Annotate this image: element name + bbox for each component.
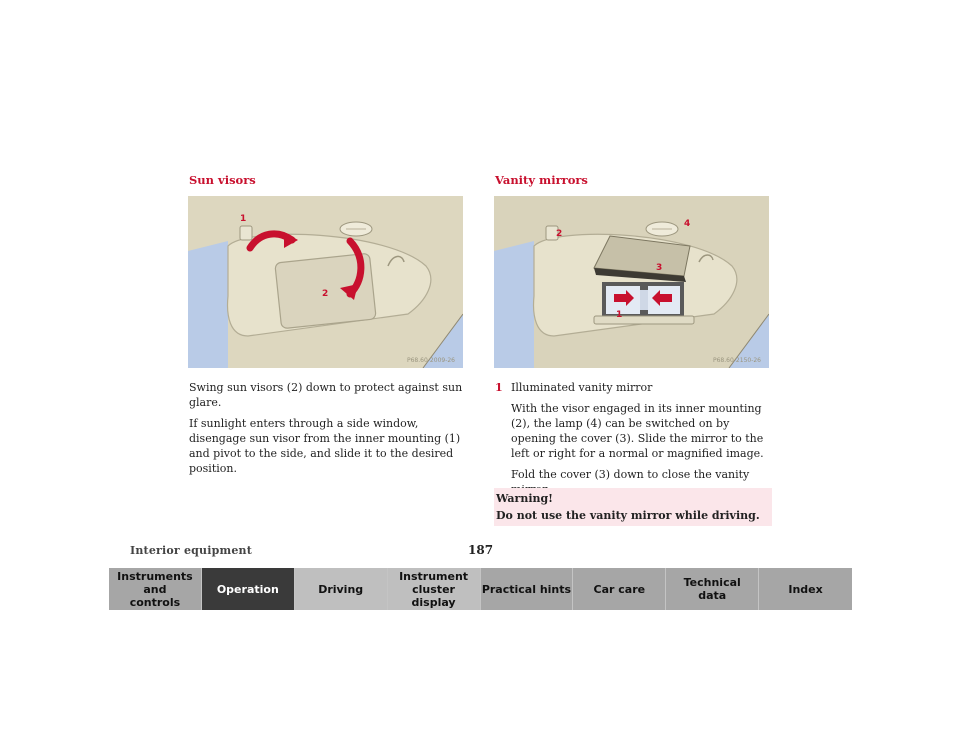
vanity-mirror-figure: 2 4 3 1 P68.60-2150-26	[494, 196, 769, 368]
fig-label-1: 1	[240, 214, 246, 224]
chapter-tabs: Instruments and controls Operation Drivi…	[109, 568, 852, 610]
section-title: Interior equipment	[130, 544, 253, 557]
tab-technical-data[interactable]: Technical data	[666, 568, 760, 610]
warning-title: Warning!	[496, 492, 554, 505]
warning-text: Do not use the vanity mirror while drivi…	[496, 509, 760, 522]
sun-visors-paragraph: If sunlight enters through a side window…	[189, 417, 461, 475]
item-1: 1 Illuminated vanity mirror	[495, 380, 773, 395]
figure-code: P68.60-2009-26	[406, 357, 455, 364]
vanity-mirrors-text: 1 Illuminated vanity mirror With the vis…	[495, 380, 773, 503]
fig-label-4: 4	[684, 219, 690, 229]
sun-visor-figure: 1 2 P68.60-2009-26	[188, 196, 463, 368]
warning-box: Warning! Do not use the vanity mirror wh…	[494, 488, 772, 526]
tab-index[interactable]: Index	[759, 568, 852, 610]
vanity-mirror-illustration: 2 4 3 1	[494, 196, 769, 368]
sun-visors-heading: Sun visors	[189, 173, 256, 187]
fig-label-3: 3	[656, 263, 662, 273]
tab-car-care[interactable]: Car care	[573, 568, 667, 610]
page-number: 187	[468, 543, 494, 557]
tab-practical-hints[interactable]: Practical hints	[480, 568, 574, 610]
item-title: Illuminated vanity mirror	[511, 381, 653, 394]
sun-visors-paragraph: Swing sun visors (2) down to protect aga…	[189, 381, 463, 409]
vanity-mirrors-heading: Vanity mirrors	[495, 173, 588, 187]
item-number: 1	[495, 381, 503, 394]
fig-label-1: 1	[616, 310, 622, 320]
sun-visors-text: Swing sun visors (2) down to protect aga…	[189, 380, 469, 482]
tab-driving[interactable]: Driving	[294, 568, 388, 610]
fig-label-2: 2	[556, 229, 562, 239]
tab-instrument-cluster-display[interactable]: Instrument cluster display	[387, 568, 481, 610]
tab-operation[interactable]: Operation	[201, 568, 295, 610]
fig-label-2: 2	[322, 289, 328, 299]
vanity-paragraph: With the visor engaged in its inner moun…	[511, 402, 764, 460]
tab-instruments-and-controls[interactable]: Instruments and controls	[109, 568, 202, 610]
figure-code: P68.60-2150-26	[712, 357, 761, 364]
sun-visor-illustration: 1 2	[188, 196, 463, 368]
